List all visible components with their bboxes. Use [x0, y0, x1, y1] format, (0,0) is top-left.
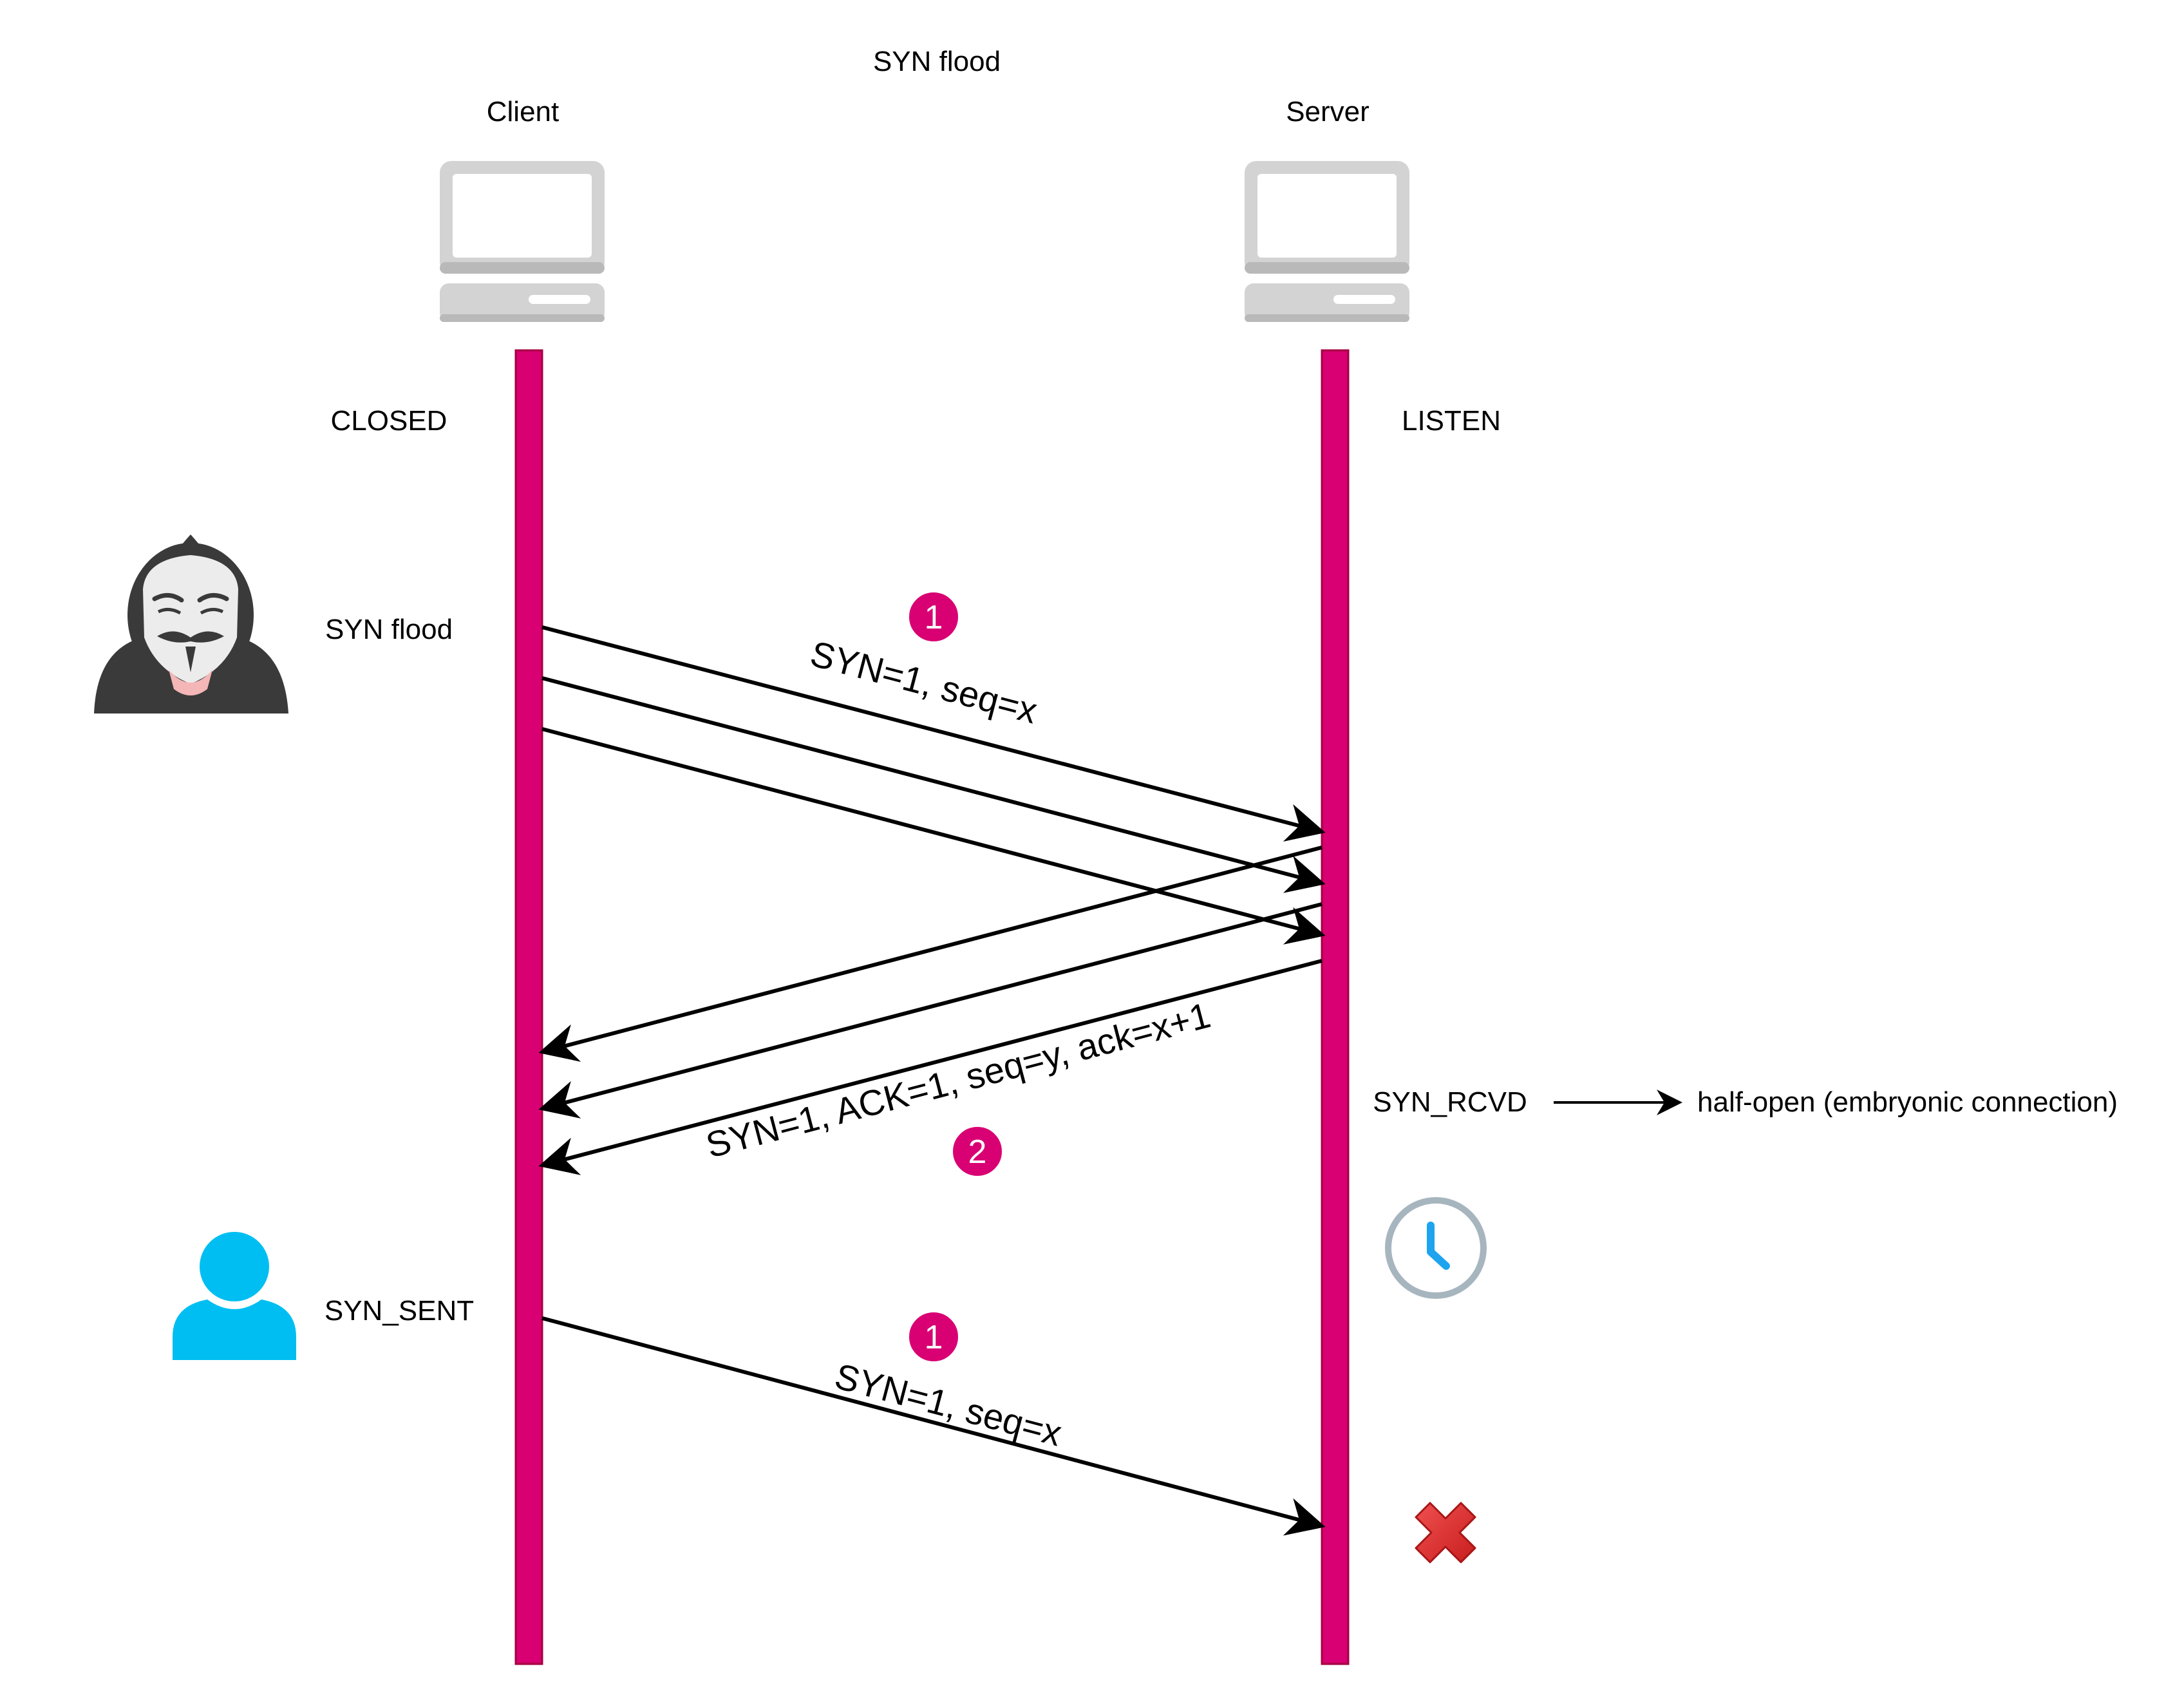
synack-arrow-3 [538, 959, 1323, 1175]
client-state: CLOSED [331, 405, 447, 437]
step-badge-label: 2 [968, 1133, 987, 1171]
syn-flood-arrow-3 [541, 727, 1326, 945]
syn-flood-arrow-1 [541, 625, 1326, 842]
x-mark-icon [1415, 1502, 1476, 1564]
step-badge: 1 [907, 1310, 961, 1364]
step-badge-label: 1 [925, 1319, 943, 1356]
half-open-label: half-open (embryonic connection) [1697, 1086, 2118, 1118]
syn-message-label: SYN=1, seq=x [806, 633, 1041, 732]
synack-arrow-1 [538, 846, 1323, 1062]
client-label: Client [487, 96, 560, 128]
server-lifeline [1321, 349, 1350, 1665]
server-state: LISTEN [1402, 405, 1501, 437]
step-badge: 2 [950, 1124, 1004, 1178]
attacker-label: SYN flood [325, 614, 453, 645]
step-badge: 1 [907, 590, 961, 644]
synack-arrow-2 [538, 902, 1323, 1119]
user-state-label: SYN_SENT [325, 1295, 474, 1327]
step-badge-label: 1 [925, 599, 943, 636]
hacker-icon [94, 534, 288, 713]
client-lifeline [514, 349, 543, 1665]
syn-flood-arrow-2 [541, 676, 1326, 893]
computer-icon [1245, 161, 1409, 322]
computer-icon [440, 161, 605, 322]
server-state-rcvd: SYN_RCVD [1373, 1086, 1527, 1118]
server-label: Server [1286, 96, 1370, 128]
syn-arrow [541, 1316, 1326, 1536]
user-icon [173, 1232, 296, 1360]
diagram-title: SYN flood [873, 46, 1001, 77]
clock-icon [1385, 1197, 1487, 1299]
